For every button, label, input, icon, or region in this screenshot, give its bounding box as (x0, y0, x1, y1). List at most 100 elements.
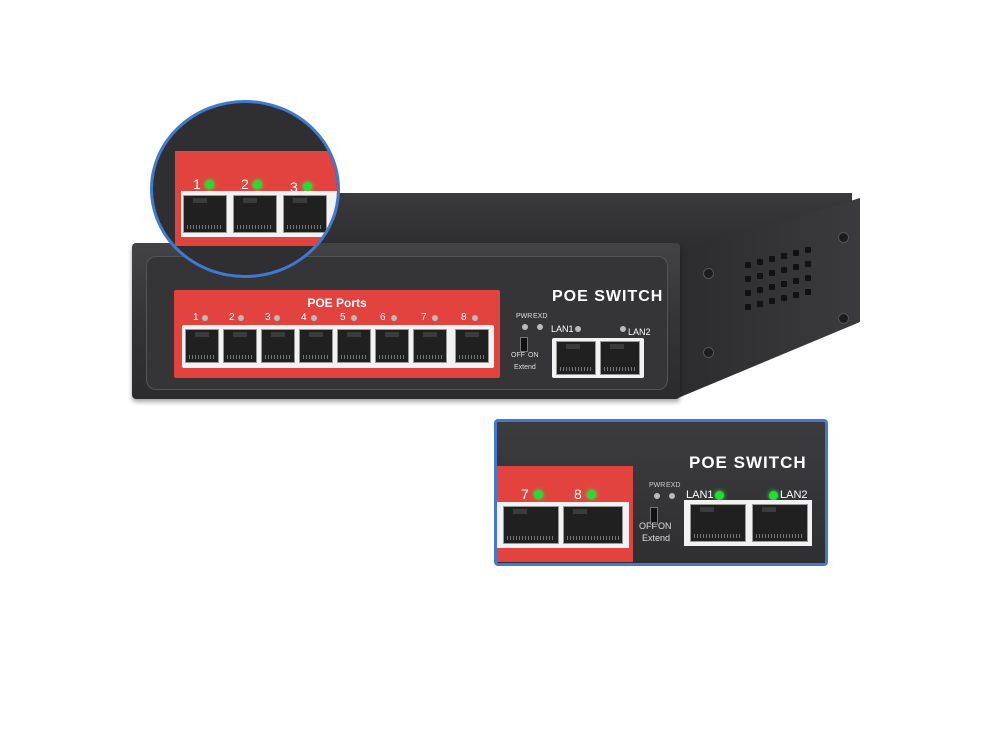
lan-port (690, 504, 746, 542)
vent (805, 289, 811, 295)
lan1-label: LAN1 (551, 324, 574, 334)
port-number: 2 (229, 312, 235, 323)
lan1-led-active (715, 491, 724, 500)
vent (757, 287, 763, 293)
exd-led (537, 324, 543, 330)
lan1-led (575, 326, 581, 332)
port-number: 4 (301, 312, 307, 323)
exd-label: EXD (533, 313, 548, 320)
port-led (351, 315, 357, 321)
pwr-label: PWR (649, 482, 666, 489)
rj45-port (503, 506, 559, 544)
port-led (472, 315, 478, 321)
port-number: 8 (461, 312, 467, 323)
screw (703, 347, 714, 358)
lan-port (752, 504, 808, 542)
screw (838, 232, 849, 243)
vent (745, 290, 751, 296)
vent (745, 276, 751, 282)
port-number: 8 (574, 486, 582, 502)
port-led-active (534, 490, 543, 499)
vent (793, 278, 799, 284)
vent (745, 262, 751, 268)
port-number: 7 (421, 312, 427, 323)
vent (805, 261, 811, 267)
lan2-label: LAN2 (628, 327, 651, 337)
vent (781, 267, 787, 273)
rj45-port (261, 329, 295, 363)
port-number: 7 (521, 486, 529, 502)
vent (769, 298, 775, 304)
lan2-led-active (769, 491, 778, 500)
lan-port (600, 341, 640, 375)
vent (757, 301, 763, 307)
vent (757, 273, 763, 279)
port-number: 2 (241, 176, 249, 192)
port-led (311, 315, 317, 321)
zoom-circle-inset: 1 2 3 (150, 100, 340, 278)
port-led-active (303, 182, 312, 191)
port-led (274, 315, 280, 321)
vent (769, 256, 775, 262)
zoom-rect-inset: 7 8 PWR EXD OFF ON Extend POE SWITCH LAN… (494, 419, 828, 566)
extend-label: Extend (642, 533, 671, 543)
rj45-port (223, 329, 257, 363)
port-led (432, 315, 438, 321)
toggle-on-label: ON (528, 352, 539, 359)
vent (757, 259, 763, 265)
port-led (202, 315, 208, 321)
port-number: 1 (193, 312, 199, 323)
port-led-active (587, 490, 596, 499)
lan-port (556, 341, 596, 375)
extend-toggle (520, 337, 528, 352)
port-number: 3 (290, 179, 298, 195)
lan2-led (620, 326, 626, 332)
toggle-off-label: OFF (639, 521, 657, 531)
port-led (238, 315, 244, 321)
lan2-label: LAN2 (780, 489, 808, 501)
vent (805, 247, 811, 253)
rj45-port (183, 195, 227, 233)
rj45-port (337, 329, 371, 363)
vent (769, 270, 775, 276)
extend-label: Extend (514, 364, 536, 371)
pwr-led (522, 324, 528, 330)
port-number: 6 (380, 312, 386, 323)
vent (781, 253, 787, 259)
extend-toggle (650, 507, 658, 525)
port-number: 1 (193, 176, 201, 192)
screw (703, 268, 714, 279)
toggle-on-label: ON (658, 521, 672, 531)
pwr-led (654, 493, 660, 499)
rj45-port (283, 195, 327, 233)
rj45-port (299, 329, 333, 363)
rj45-port (563, 506, 623, 544)
vent (793, 250, 799, 256)
rj45-port (233, 195, 277, 233)
brand-label: POE SWITCH (552, 288, 664, 305)
pwr-label: PWR (516, 313, 533, 320)
rj45-port (413, 329, 447, 363)
vent (781, 281, 787, 287)
lan1-label: LAN1 (686, 489, 714, 501)
rj45-port (455, 329, 489, 363)
toggle-off-label: OFF (511, 352, 525, 359)
vent (745, 304, 751, 310)
rj45-port (185, 329, 219, 363)
screw (838, 313, 849, 324)
port-number: 5 (340, 312, 346, 323)
port-led (391, 315, 397, 321)
vent (805, 275, 811, 281)
vent (793, 264, 799, 270)
exd-label: EXD (666, 482, 681, 489)
port-number: 3 (265, 312, 271, 323)
port-led-active (253, 180, 262, 189)
vent (793, 292, 799, 298)
port-led-active (205, 180, 214, 189)
exd-led (669, 493, 675, 499)
rj45-port (375, 329, 409, 363)
poe-ports-label: POE Ports (307, 296, 367, 310)
brand-label: POE SWITCH (689, 453, 807, 472)
vent (781, 295, 787, 301)
vent (769, 284, 775, 290)
